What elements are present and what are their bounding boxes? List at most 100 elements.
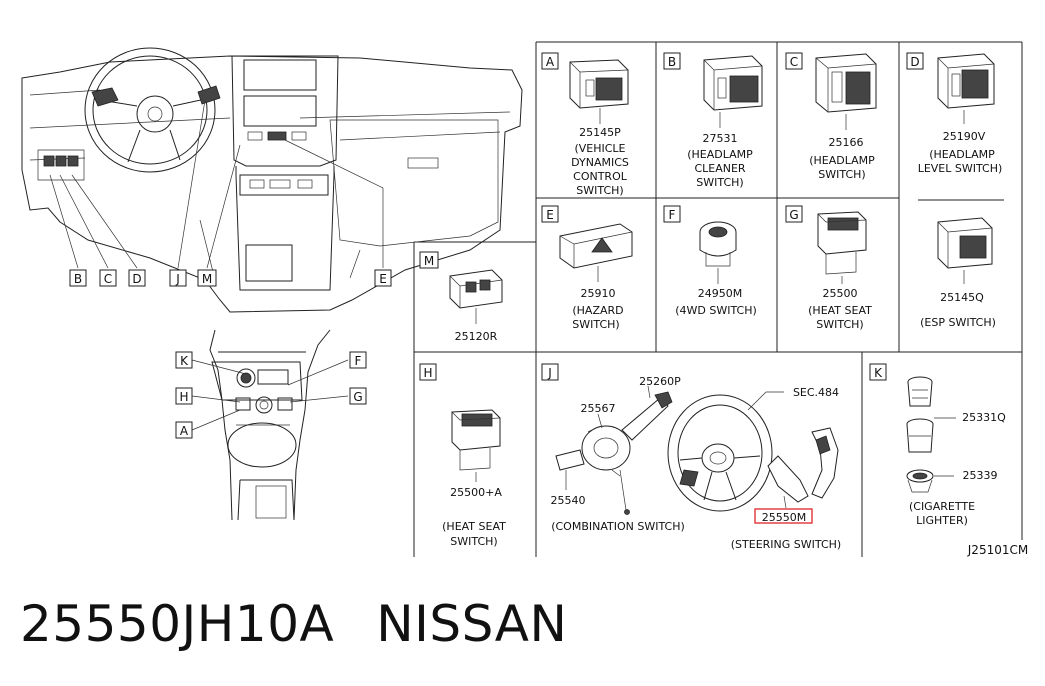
callout-a: A — [180, 424, 189, 438]
switch-m-image — [449, 269, 503, 309]
cell-b-desc-2: CLEANER — [694, 162, 745, 175]
console-callouts: K F H G A — [175, 351, 367, 439]
switch-esp-image — [937, 217, 993, 269]
cell-a: A 25145P (VEHICLE DYNAMICS CONTROL SWITC… — [541, 52, 629, 197]
cell-f-letter: F — [669, 208, 676, 222]
cell-j-part-3: 25540 — [551, 494, 586, 507]
diagram-code: J25101CM — [967, 543, 1028, 557]
cell-k: K 25331Q 25339 (CIGARETTE LIGHTER) — [869, 363, 1006, 527]
cell-j-part-2: 25567 — [581, 402, 616, 415]
cell-k-desc-2: LIGHTER) — [916, 514, 968, 527]
cell-d-part: 25190V — [943, 130, 986, 143]
cell-b: B 27531 (HEADLAMP CLEANER SWITCH) — [663, 52, 763, 189]
switch-e-image — [559, 223, 633, 269]
switch-f-image — [699, 221, 737, 267]
cell-esp: 25145Q (ESP SWITCH) — [920, 217, 996, 329]
switch-c-image — [815, 53, 877, 113]
page-title: 25550JH10A NISSAN — [20, 595, 567, 653]
callout-k: K — [180, 354, 189, 368]
cell-m-letter: M — [424, 254, 434, 268]
console-illustration — [209, 329, 331, 521]
cell-k-letter: K — [874, 366, 883, 380]
cell-g-letter: G — [789, 208, 798, 222]
cell-a-letter: A — [546, 55, 555, 69]
cell-g-desc-2: SWITCH) — [816, 318, 863, 331]
cell-b-desc-3: SWITCH) — [696, 176, 743, 189]
cell-e-desc-2: SWITCH) — [572, 318, 619, 331]
callout-f: F — [355, 354, 362, 368]
cell-c: C 25166 (HEADLAMP SWITCH) — [785, 52, 877, 181]
cell-m-part: 25120R — [455, 330, 498, 343]
cell-d: D 25190V (HEADLAMP LEVEL SWITCH) — [906, 52, 1003, 175]
part-number: 25550JH10A — [20, 595, 335, 653]
combination-switch-image — [555, 391, 673, 515]
switch-h-image — [451, 409, 501, 471]
callout-e: E — [379, 272, 387, 286]
cell-k-part-2: 25339 — [963, 469, 998, 482]
cell-j-desc-1: (COMBINATION SWITCH) — [551, 520, 685, 533]
grid-lines — [413, 41, 1023, 557]
callout-m: M — [202, 272, 212, 286]
callout-d: D — [132, 272, 141, 286]
cell-e: E 25910 (HAZARD SWITCH) — [541, 205, 633, 331]
cell-c-letter: C — [790, 55, 798, 69]
cell-m: M 25120R — [419, 251, 503, 343]
cell-j-desc-2: (STEERING SWITCH) — [731, 538, 841, 551]
cell-b-desc-1: (HEADLAMP — [687, 148, 753, 161]
cell-j: J 25260P 25567 25540 (COMBINATION SWITCH… — [541, 363, 841, 551]
cell-g-part: 25500 — [823, 287, 858, 300]
cigarette-lighter-image — [906, 376, 934, 493]
cell-esp-part: 25145Q — [940, 291, 984, 304]
cell-g-desc-1: (HEAT SEAT — [808, 304, 872, 317]
highlight-box — [754, 508, 813, 524]
console-leaders — [191, 359, 349, 431]
cell-a-desc-2: DYNAMICS — [571, 156, 629, 169]
cell-h-letter: H — [423, 366, 432, 380]
cell-a-desc-1: (VEHICLE — [574, 142, 625, 155]
callout-j: J — [175, 272, 180, 286]
cell-c-desc-2: SWITCH) — [818, 168, 865, 181]
cell-h-desc-2: SWITCH) — [450, 535, 497, 548]
cell-f: F 24950M (4WD SWITCH) — [663, 205, 757, 317]
cell-g: G 25500 (HEAT SEAT SWITCH) — [785, 205, 872, 331]
cell-j-letter: J — [547, 366, 552, 380]
cell-b-letter: B — [668, 55, 676, 69]
cell-c-desc-1: (HEADLAMP — [809, 154, 875, 167]
callout-b: B — [74, 272, 82, 286]
callout-c: C — [104, 272, 112, 286]
brand-name: NISSAN — [376, 595, 568, 653]
cell-h-desc-1: (HEAT SEAT — [442, 520, 506, 533]
cell-d-letter: D — [910, 55, 919, 69]
steering-switch-image — [767, 427, 839, 503]
cell-e-part: 25910 — [581, 287, 616, 300]
cell-b-part: 27531 — [703, 132, 738, 145]
cell-f-desc-1: (4WD SWITCH) — [675, 304, 757, 317]
cell-d-desc-2: LEVEL SWITCH) — [918, 162, 1003, 175]
cell-e-letter: E — [546, 208, 554, 222]
switch-b-image — [703, 55, 763, 111]
cell-j-ref: SEC.484 — [793, 386, 839, 399]
cell-e-desc-1: (HAZARD — [572, 304, 623, 317]
cell-c-part: 25166 — [829, 136, 864, 149]
switch-g-image — [817, 211, 867, 275]
cell-a-desc-3: CONTROL — [573, 170, 628, 183]
dashboard-illustration — [21, 47, 523, 313]
cell-a-part: 25145P — [579, 126, 621, 139]
cell-d-desc-1: (HEADLAMP — [929, 148, 995, 161]
cell-f-part: 24950M — [698, 287, 742, 300]
callout-h: H — [179, 390, 188, 404]
cell-h-part: 25500+A — [450, 486, 502, 499]
callout-g: G — [353, 390, 362, 404]
cell-k-part-1: 25331Q — [962, 411, 1006, 424]
cell-esp-desc-1: (ESP SWITCH) — [920, 316, 996, 329]
cell-j-part-4: 25550M — [762, 511, 806, 524]
switch-a-image — [569, 59, 629, 109]
switch-d-image — [937, 53, 995, 109]
cell-k-desc-1: (CIGARETTE — [909, 500, 975, 513]
steering-wheel-image — [667, 394, 773, 512]
cell-h: H 25500+A (HEAT SEAT SWITCH) — [419, 363, 506, 548]
cell-j-part-1: 25260P — [639, 375, 681, 388]
overview-leaders — [49, 99, 384, 269]
cell-a-desc-4: SWITCH) — [576, 184, 623, 197]
